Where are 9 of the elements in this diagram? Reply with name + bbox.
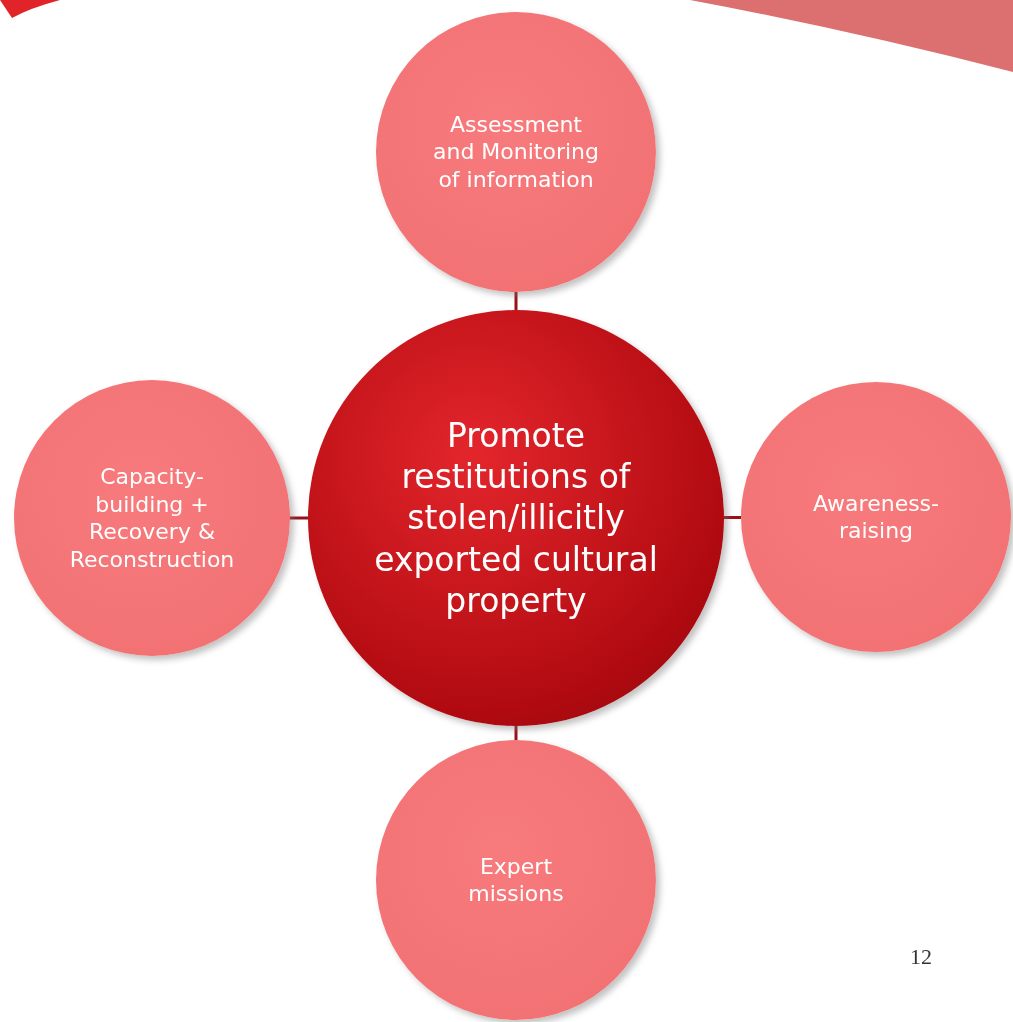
topic-text: Assessment and Monitoring of information bbox=[432, 110, 600, 194]
connector-line bbox=[290, 516, 308, 520]
page-number: 12 bbox=[910, 944, 932, 970]
topic-text: Awareness-raising bbox=[811, 489, 941, 545]
topic-text: Capacity-building + Recovery & Reconstruction bbox=[68, 463, 236, 573]
connector-line bbox=[514, 292, 518, 310]
connector-line bbox=[514, 726, 518, 740]
topic-text: Expert missions bbox=[467, 852, 565, 908]
main-goal-text: Promote restitutions of stolen/illicitly exported cultural property bbox=[373, 414, 659, 622]
